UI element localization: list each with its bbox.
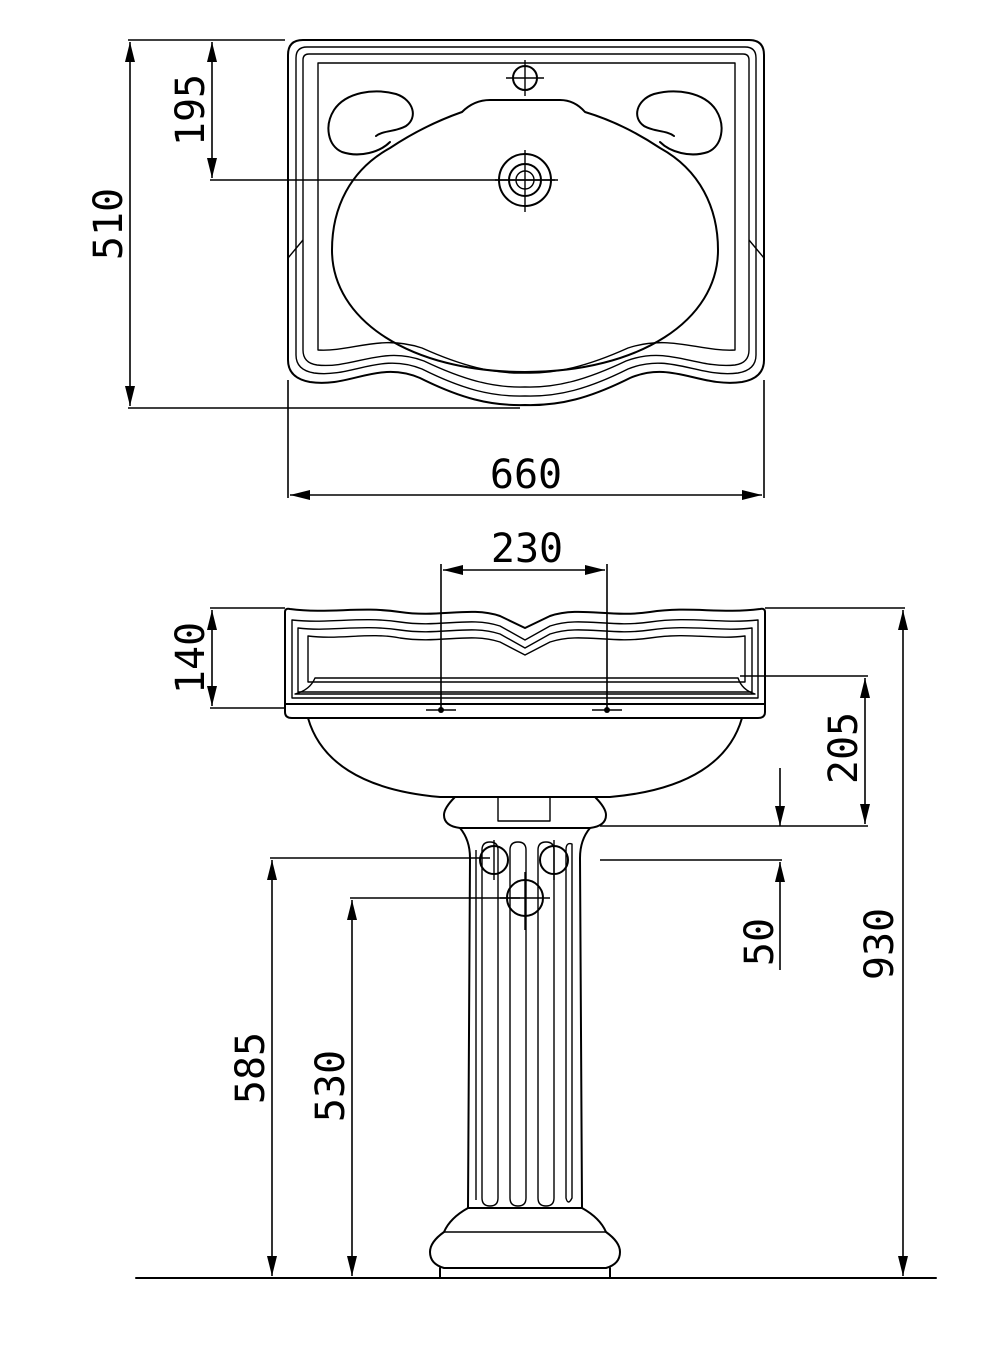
- splash-line-4: [307, 634, 746, 683]
- bevel-left: [287, 239, 304, 259]
- plan-dimensions: 195 510 660: [86, 39, 765, 500]
- plan-view: [287, 39, 765, 407]
- front-view: [284, 607, 766, 1279]
- dim-660: 660: [490, 452, 562, 498]
- dim-530: 530: [308, 1050, 354, 1122]
- dim-585: 585: [228, 1032, 274, 1104]
- basin-rim-line-4: [317, 62, 736, 374]
- dim-510: 510: [86, 188, 132, 260]
- dim-140: 140: [168, 622, 214, 694]
- splash-top-outer: [284, 607, 766, 705]
- splash-line-3: [297, 626, 753, 693]
- elevation-dimensions: 230 140 205 50 930 585 530: [168, 526, 908, 1276]
- bowl-outline: [331, 99, 719, 373]
- basin-deck: [294, 677, 756, 695]
- basin-rim-line-2: [295, 46, 757, 397]
- soap-dish-left: [327, 90, 414, 156]
- basin-rim-line-3: [302, 53, 750, 388]
- base-feet: [439, 1267, 611, 1279]
- flute-3: [537, 841, 555, 1207]
- flute-4: [565, 842, 573, 1203]
- dim-930: 930: [857, 908, 903, 980]
- flute-1: [481, 841, 499, 1207]
- basin-front-lip: [284, 703, 766, 719]
- pedestal-top-cap: [443, 796, 607, 829]
- splash-line-2: [291, 618, 759, 699]
- bevel-right: [748, 239, 765, 259]
- dim-50: 50: [737, 918, 783, 966]
- flute-2: [509, 841, 527, 1207]
- bowl-underside: [307, 717, 743, 798]
- pedestal-base: [429, 1207, 621, 1269]
- dim-205: 205: [821, 712, 867, 784]
- dim-195: 195: [168, 74, 214, 146]
- pedestal-notch: [497, 796, 551, 822]
- soap-dish-right: [636, 90, 723, 156]
- basin-outer-rim: [287, 39, 765, 407]
- dim-230: 230: [491, 526, 563, 572]
